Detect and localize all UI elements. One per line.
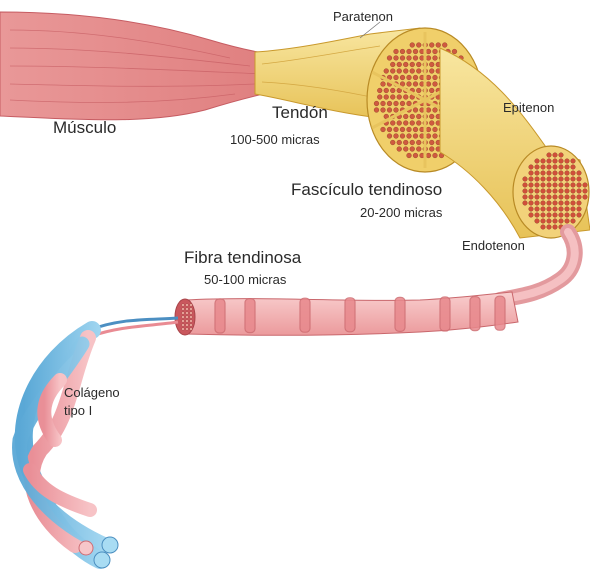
label-tendon-size: 100-500 micras — [230, 132, 320, 147]
label-musculo: Músculo — [53, 118, 116, 138]
label-fasciculo: Fascículo tendinoso — [291, 180, 442, 200]
label-paratenon: Paratenon — [333, 9, 393, 24]
label-fibra: Fibra tendinosa — [184, 248, 301, 268]
label-tendon: Tendón — [272, 103, 328, 123]
fascicle-cross-section — [513, 146, 589, 238]
label-fibra-size: 50-100 micras — [204, 272, 286, 287]
label-epitenon: Epitenon — [503, 100, 554, 115]
label-fasciculo-size: 20-200 micras — [360, 205, 442, 220]
label-colageno-line2: tipo I — [64, 403, 92, 418]
label-endotenon: Endotenon — [462, 238, 525, 253]
label-colageno-line1: Colágeno — [64, 385, 120, 400]
tendon-fiber — [175, 292, 518, 335]
collagen-strand — [20, 318, 178, 568]
